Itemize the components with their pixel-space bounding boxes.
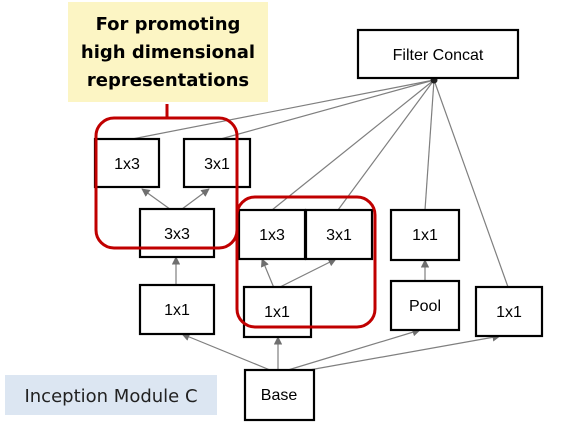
edge-left1x3-concat (126, 79, 435, 141)
node-mid-3x1-label: 3x1 (326, 227, 352, 244)
edge-base-pool (287, 328, 421, 371)
node-filter-concat: Filter Concat (356, 28, 520, 80)
edge-mid1x1-mid1x3 (261, 258, 275, 289)
edge-mid1x1-mid3x1 (277, 258, 337, 289)
edge-base-far1x1 (297, 333, 501, 373)
node-mid-3x1: 3x1 (304, 208, 374, 261)
node-mid-1x3-label: 1x3 (259, 227, 285, 244)
node-base: Base (243, 368, 316, 422)
node-far-1x1-label: 1x1 (496, 304, 522, 321)
edge-base-left1x1 (181, 332, 271, 371)
caption-text: Inception Module C (24, 386, 197, 407)
edge-far1x1-concat (433, 79, 509, 288)
edge-mid1x3-concat (271, 79, 435, 211)
node-mid-1x3: 1x3 (237, 208, 307, 261)
callout-line-1: For promoting (96, 14, 241, 35)
node-far-1x1: 1x1 (474, 285, 544, 338)
caption-label: Inception Module C (5, 375, 217, 415)
edges-to-concat (126, 76, 509, 288)
node-left-1x1: 1x1 (138, 283, 216, 336)
node-base-label: Base (261, 387, 298, 404)
node-left-3x1-label: 3x1 (204, 156, 230, 173)
callout-line-2: high dimensional (81, 42, 255, 63)
node-mid-1x1-label: 1x1 (264, 304, 290, 321)
node-right-1x1-label: 1x1 (412, 227, 438, 244)
node-left-1x3-label: 1x3 (114, 156, 140, 173)
node-mid-1x1: 1x1 (242, 285, 313, 339)
node-left-3x3: 3x3 (138, 207, 216, 259)
node-right-1x1: 1x1 (389, 208, 461, 262)
node-left-3x3-label: 3x3 (164, 226, 190, 243)
node-pool-label: Pool (409, 298, 441, 315)
node-left-1x1-label: 1x1 (164, 302, 190, 319)
node-pool: Pool (389, 279, 461, 332)
edge-mid3x1-concat (337, 79, 435, 211)
edge-left3x1-concat (216, 79, 435, 141)
node-left-1x3: 1x3 (93, 137, 161, 189)
edge-right1x1-concat (424, 79, 435, 211)
node-filter-concat-label: Filter Concat (393, 47, 484, 64)
callout-note: For promoting high dimensional represent… (68, 2, 268, 102)
callout-line-3: representations (87, 70, 249, 91)
edges-from-base (181, 328, 501, 373)
highlight-mid-group (235, 195, 377, 329)
node-left-3x1: 3x1 (182, 137, 252, 189)
